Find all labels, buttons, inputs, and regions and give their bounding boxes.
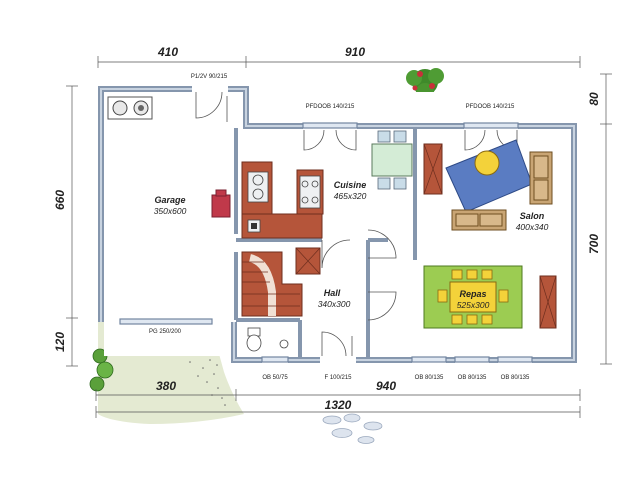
garage-bin [211, 189, 231, 218]
dim-right-main: 700 [587, 234, 601, 254]
wc-toilet [246, 327, 289, 352]
stepping-stones [322, 413, 383, 444]
kitchen-table [371, 130, 413, 190]
dining-table [449, 281, 497, 313]
dim-top-right: 910 [345, 45, 365, 59]
room-garage-size: 350x600 [154, 206, 187, 216]
wall-highlights [100, 88, 575, 361]
dining-cabinet [539, 275, 557, 329]
dim-bottom-mid: 940 [376, 379, 396, 393]
salon-sofas [451, 151, 553, 231]
room-repas-name: Repas [459, 289, 486, 299]
room-hall-size: 340x300 [318, 299, 351, 309]
room-salon-size: 400x340 [516, 222, 549, 232]
room-repas-size: 525x300 [457, 300, 490, 310]
staircase [241, 251, 303, 317]
interior-walls [234, 128, 417, 358]
room-salon-name: Salon [520, 211, 545, 221]
label-salon-door: PFDOOB 140/215 [466, 104, 515, 110]
dim-bottom-left: 380 [156, 379, 176, 393]
label-window-1: OB 80/135 [415, 375, 444, 381]
dim-left-lower: 120 [53, 332, 67, 352]
label-window-3: OB 80/135 [501, 375, 530, 381]
salon-coffee-table [474, 150, 500, 176]
hall-cabinet [295, 247, 321, 275]
room-garage-name: Garage [154, 195, 185, 205]
salon-cabinet [423, 143, 443, 195]
label-window-2: OB 80/135 [458, 375, 487, 381]
kitchen-counter [241, 161, 324, 239]
window-frames [119, 122, 533, 363]
garage-sink [107, 96, 153, 120]
label-kitchen-door: PFDOOB 140/215 [306, 104, 355, 110]
dim-right-upper: 80 [587, 92, 601, 106]
dimension-lines [66, 56, 612, 418]
dim-top-left: 410 [157, 45, 178, 59]
dining-chairs [437, 269, 509, 325]
room-hall-name: Hall [324, 288, 341, 298]
room-cuisine-name: Cuisine [334, 180, 367, 190]
label-wc-window: OB 50/75 [262, 375, 288, 381]
label-garage-door: P1/2V 90/215 [191, 74, 228, 80]
dim-left-upper: 660 [53, 190, 67, 210]
label-garage-gate: PG 250/200 [149, 329, 182, 335]
label-entry-door: F 100/215 [324, 375, 352, 381]
room-cuisine-size: 465x320 [334, 191, 367, 201]
dim-bottom-total: 1320 [325, 398, 352, 412]
